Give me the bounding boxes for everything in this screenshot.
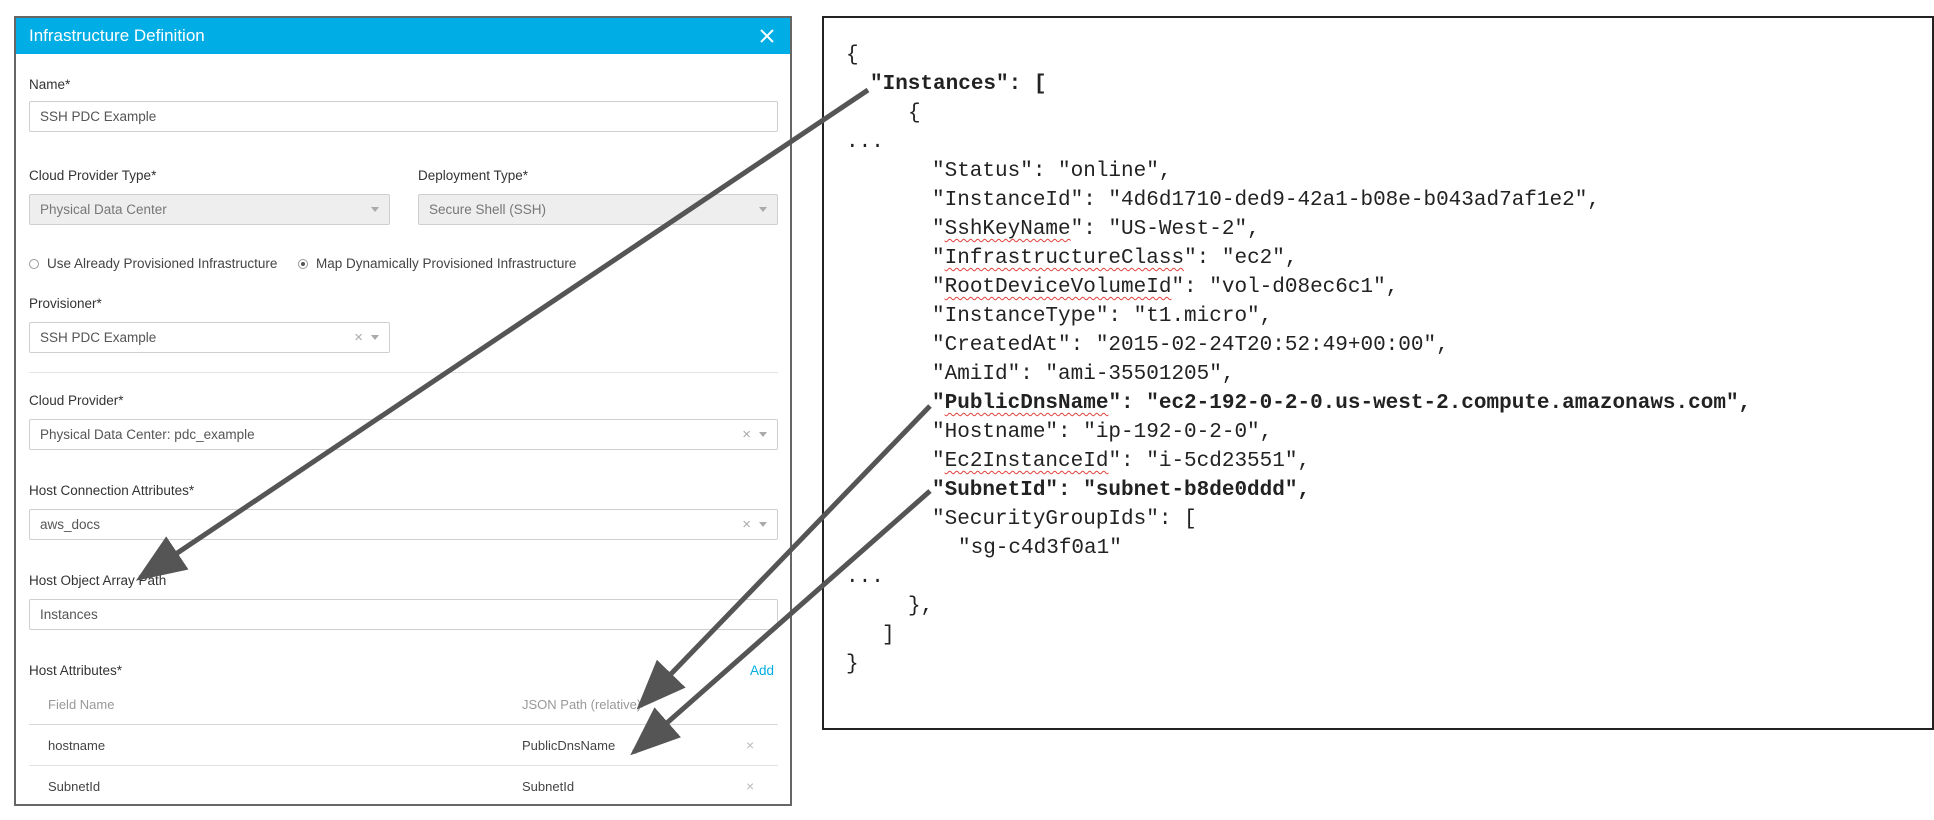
clear-icon[interactable]: × bbox=[742, 426, 751, 443]
chevron-down-icon[interactable] bbox=[759, 432, 767, 437]
json-line: "SecurityGroupIds": [ bbox=[932, 508, 1197, 531]
json-line: "RootDeviceVolumeId": "vol-d08ec6c1", bbox=[932, 277, 1398, 298]
add-attribute-link[interactable]: Add bbox=[750, 663, 775, 678]
dialog-title: Infrastructure Definition bbox=[29, 26, 205, 45]
chevron-down-icon bbox=[371, 207, 379, 212]
json-key-subnet: "SubnetId": "subnet-b8de0ddd", bbox=[932, 479, 1311, 502]
json-key-public-dns: PublicDnsName bbox=[944, 392, 1109, 415]
cloud-provider-type-label: Cloud Provider Type* bbox=[29, 168, 157, 183]
deployment-type-value: Secure Shell (SSH) bbox=[429, 202, 547, 217]
json-line: "AmiId": "ami-35501205", bbox=[932, 363, 1235, 386]
row-1-field-name[interactable]: hostname bbox=[48, 738, 106, 753]
host-connection-value: aws_docs bbox=[40, 517, 101, 532]
json-line: } bbox=[846, 653, 859, 676]
json-rest: ": "ec2", bbox=[1184, 247, 1298, 270]
deployment-type-select: Secure Shell (SSH) bbox=[418, 194, 778, 225]
json-key: RootDeviceVolumeId bbox=[944, 276, 1172, 299]
json-line: "InstanceType": "t1.micro", bbox=[932, 305, 1273, 328]
cloud-provider-label: Cloud Provider* bbox=[29, 393, 124, 408]
json-line: ... bbox=[846, 566, 884, 589]
json-quote: " bbox=[932, 276, 945, 299]
json-line: { bbox=[908, 102, 921, 125]
json-line: "SshKeyName": "US-West-2", bbox=[932, 219, 1260, 240]
json-example-panel: { "Instances": [ { ... "Status": "online… bbox=[822, 16, 1934, 730]
row-1-json-path[interactable]: PublicDnsName bbox=[522, 738, 616, 753]
json-key: Ec2InstanceId bbox=[944, 450, 1109, 473]
json-quote: " bbox=[932, 450, 945, 473]
json-line: "sg-c4d3f0a1" bbox=[958, 537, 1122, 560]
close-icon[interactable] bbox=[756, 25, 778, 47]
provisioner-value: SSH PDC Example bbox=[40, 330, 157, 345]
json-line: "Hostname": "ip-192-0-2-0", bbox=[932, 421, 1273, 444]
remove-row-icon[interactable]: × bbox=[746, 737, 755, 753]
radio-button-selected[interactable] bbox=[298, 258, 308, 269]
json-line: "InfrastructureClass": "ec2", bbox=[932, 248, 1297, 269]
chevron-down-icon bbox=[759, 207, 767, 212]
json-key: InfrastructureClass bbox=[944, 247, 1185, 270]
host-connection-select[interactable]: aws_docs × bbox=[29, 509, 778, 540]
host-object-array-value: Instances bbox=[40, 607, 98, 622]
cloud-provider-value: Physical Data Center: pdc_example bbox=[40, 427, 255, 442]
host-object-array-input[interactable]: Instances bbox=[29, 599, 778, 630]
dialog-header: Infrastructure Definition bbox=[16, 18, 790, 54]
json-line: "CreatedAt": "2015-02-24T20:52:49+00:00"… bbox=[932, 334, 1449, 357]
deployment-type-label: Deployment Type* bbox=[418, 168, 529, 183]
row-2-field-name[interactable]: SubnetId bbox=[48, 779, 101, 794]
chevron-down-icon[interactable] bbox=[371, 335, 379, 340]
json-line-instances: "Instances": [ bbox=[870, 74, 1046, 95]
json-line: ... bbox=[846, 131, 884, 154]
name-label: Name* bbox=[29, 77, 71, 92]
json-quote: " bbox=[932, 392, 945, 415]
json-rest: ": "vol-d08ec6c1", bbox=[1171, 276, 1399, 299]
json-key-instances: "Instances": [ bbox=[870, 73, 1047, 96]
infrastructure-definition-dialog: Infrastructure Definition Name* SSH PDC … bbox=[14, 16, 792, 806]
host-object-array-label: Host Object Array Path bbox=[29, 573, 167, 588]
json-line: "Ec2InstanceId": "i-5cd23551", bbox=[932, 451, 1310, 472]
provisioner-select[interactable]: SSH PDC Example × bbox=[29, 322, 390, 353]
json-quote: " bbox=[932, 247, 945, 270]
name-input-value: SSH PDC Example bbox=[40, 109, 157, 124]
clear-icon[interactable]: × bbox=[742, 516, 751, 533]
json-line: ] bbox=[882, 624, 895, 647]
radio-use-provisioned-label: Use Already Provisioned Infrastructure bbox=[47, 256, 278, 271]
clear-icon[interactable]: × bbox=[354, 329, 363, 346]
json-rest: ": "US-West-2", bbox=[1070, 218, 1260, 241]
json-key: SshKeyName bbox=[944, 218, 1071, 241]
json-rest: ": "ec2-192-0-2-0.us-west-2.compute.amaz… bbox=[1108, 392, 1752, 415]
provisioner-label: Provisioner* bbox=[29, 296, 102, 311]
radio-map-dynamic[interactable]: Map Dynamically Provisioned Infrastructu… bbox=[298, 256, 576, 271]
json-quote: " bbox=[932, 218, 945, 241]
radio-map-dynamic-label: Map Dynamically Provisioned Infrastructu… bbox=[316, 256, 577, 271]
table-divider bbox=[29, 724, 778, 725]
host-attributes-label: Host Attributes* bbox=[29, 663, 123, 678]
json-line: }, bbox=[908, 595, 934, 618]
cloud-provider-type-value: Physical Data Center bbox=[40, 202, 167, 217]
column-header-json-path: JSON Path (relative) bbox=[522, 697, 642, 712]
remove-row-icon[interactable]: × bbox=[746, 778, 755, 794]
row-2-json-path[interactable]: SubnetId bbox=[522, 779, 575, 794]
host-connection-label: Host Connection Attributes* bbox=[29, 483, 195, 498]
json-line: "Status": "online", bbox=[932, 160, 1172, 183]
json-line: { bbox=[846, 44, 859, 67]
column-header-field-name: Field Name bbox=[48, 697, 115, 712]
radio-use-provisioned[interactable]: Use Already Provisioned Infrastructure bbox=[29, 256, 277, 271]
name-input[interactable]: SSH PDC Example bbox=[29, 101, 778, 132]
radio-button[interactable] bbox=[29, 258, 39, 269]
json-line: "InstanceId": "4d6d1710-ded9-42a1-b08e-b… bbox=[932, 189, 1600, 212]
chevron-down-icon[interactable] bbox=[759, 522, 767, 527]
cloud-provider-select[interactable]: Physical Data Center: pdc_example × bbox=[29, 419, 778, 450]
json-line-subnet: "SubnetId": "subnet-b8de0ddd", bbox=[932, 480, 1310, 501]
cloud-provider-type-select: Physical Data Center bbox=[29, 194, 390, 225]
divider bbox=[29, 372, 778, 373]
json-line-public-dns: "PublicDnsName": "ec2-192-0-2-0.us-west-… bbox=[932, 393, 1751, 414]
table-divider bbox=[29, 765, 778, 766]
json-rest: ": "i-5cd23551", bbox=[1108, 450, 1311, 473]
